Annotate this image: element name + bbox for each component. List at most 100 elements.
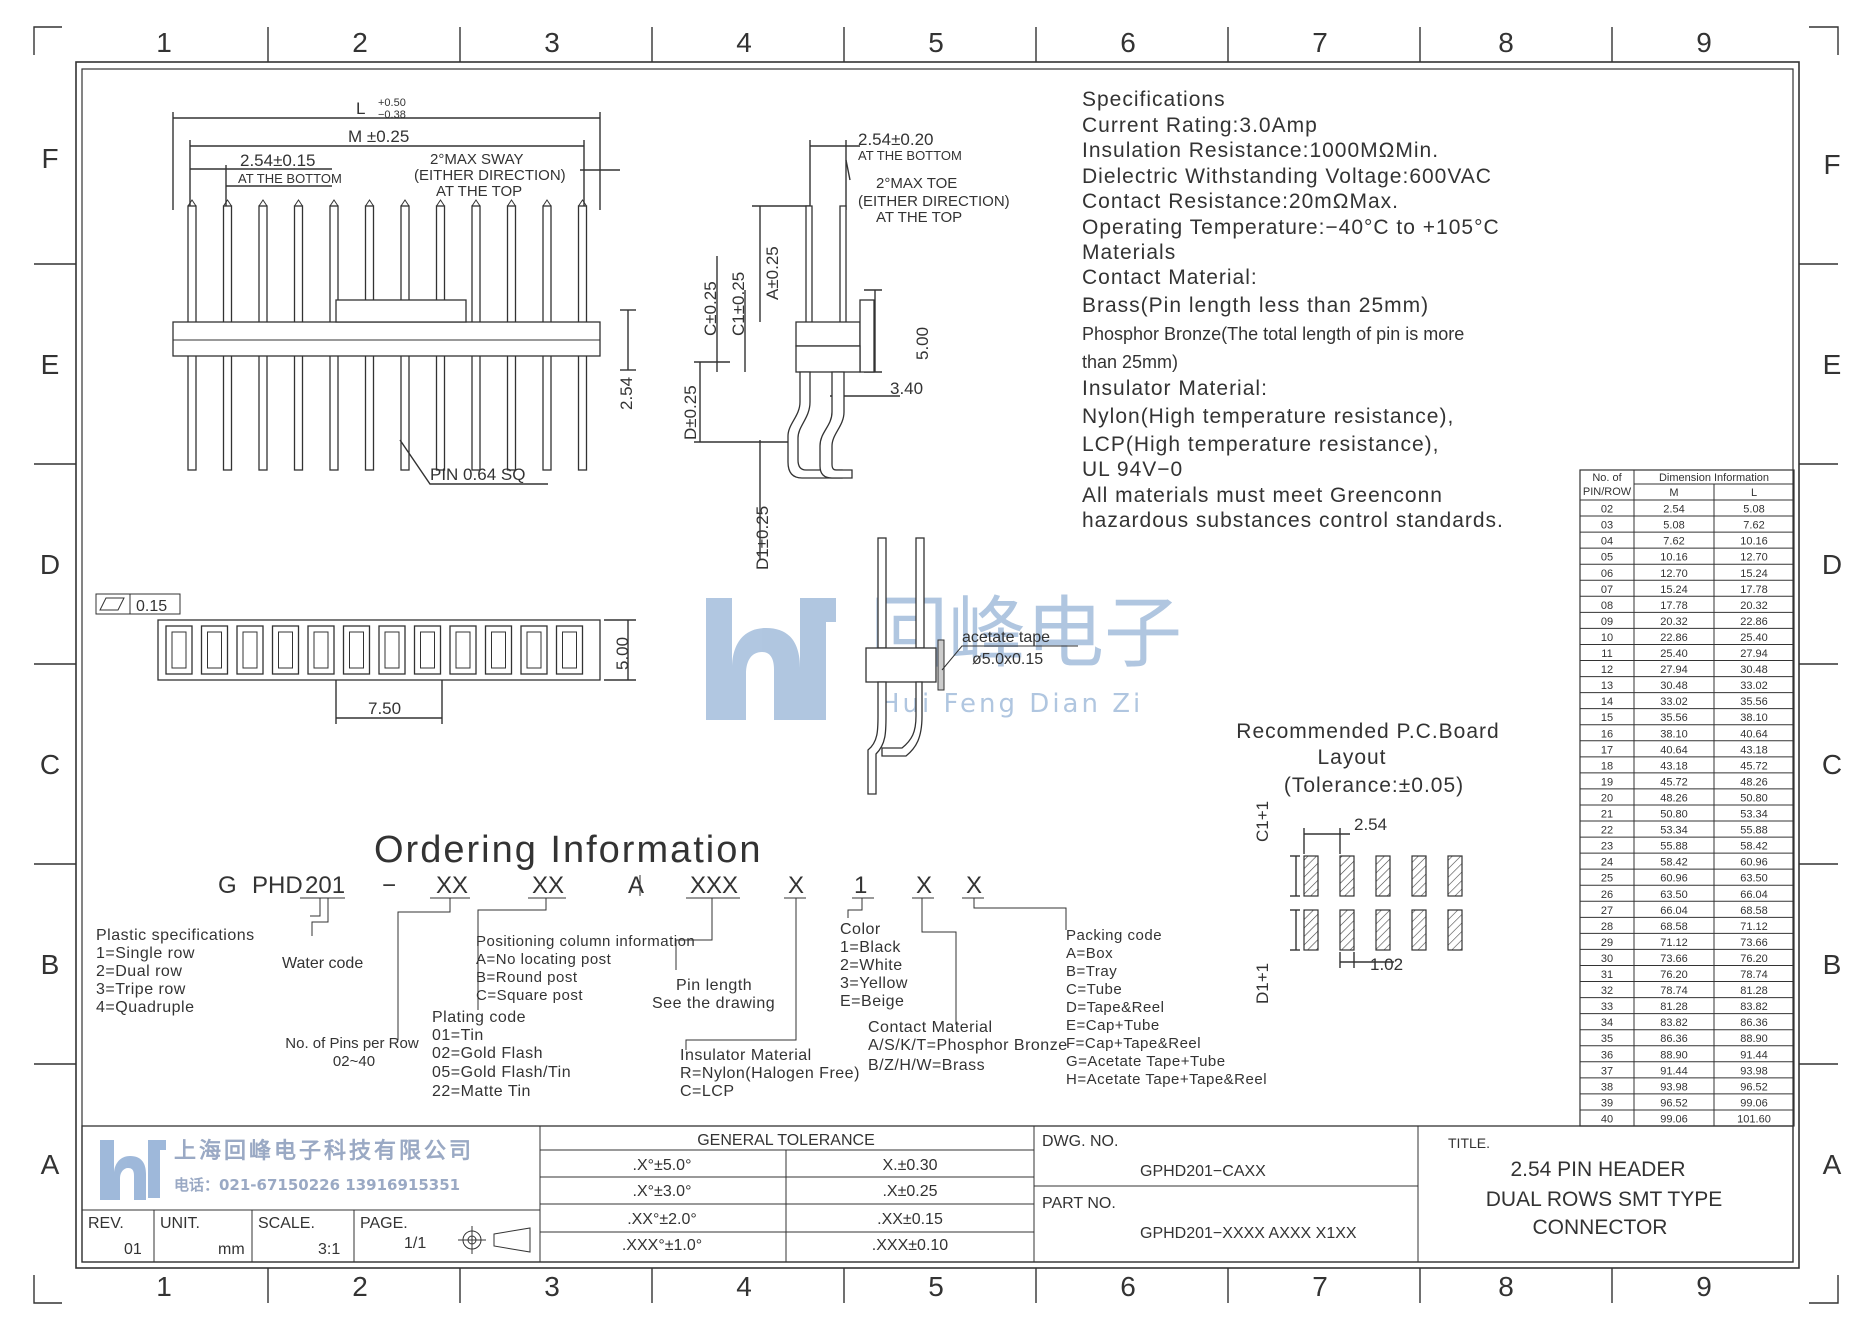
table-cell: 45.72 [1740, 760, 1768, 772]
svg-text:B=Tray: B=Tray [1066, 963, 1117, 980]
svg-text:E: E [41, 349, 60, 380]
svg-text:A/S/K/T=Phosphor Bronze: A/S/K/T=Phosphor Bronze [868, 1037, 1068, 1054]
bottom-slot [449, 625, 477, 675]
table-cell: 58.42 [1660, 857, 1688, 869]
table-cell: 34 [1601, 1017, 1613, 1029]
ordering-code: G PHD 201 − XX XX A XXX X 1 X X [218, 872, 982, 899]
table-cell: 07 [1601, 584, 1613, 596]
table-cell: 91.44 [1660, 1065, 1688, 1077]
table-cell: 17.78 [1660, 600, 1688, 612]
svg-text:02~40: 02~40 [333, 1053, 375, 1070]
pcb-pad [1303, 855, 1319, 897]
table-cell: 40 [1601, 1114, 1613, 1126]
svg-text:Materials: Materials [1082, 241, 1176, 264]
table-cell: 38.10 [1740, 712, 1768, 724]
ordering-water: Water code [282, 955, 363, 972]
svg-text:3: 3 [544, 27, 560, 58]
pcb-pad [1303, 909, 1319, 951]
svg-text:5: 5 [928, 27, 944, 58]
dim-D: D±0.25 [681, 385, 700, 440]
table-cell: 73.66 [1660, 953, 1688, 965]
svg-text:2=White: 2=White [840, 957, 903, 974]
svg-text:F: F [1823, 149, 1840, 180]
table-cell: 5.08 [1743, 504, 1764, 516]
dim-M: M ±0.25 [348, 127, 409, 146]
table-cell: 04 [1601, 536, 1613, 548]
front-view: L +0.50 −0.38 M ±0.25 2.54±0.15 AT THE B… [172, 97, 636, 485]
bottom-slot [413, 625, 442, 675]
table-cell: 33.02 [1740, 680, 1768, 692]
table-cell: 05 [1601, 552, 1613, 564]
svg-text:R=Nylon(Halogen Free): R=Nylon(Halogen Free) [680, 1065, 860, 1082]
bottom-slot-pin [207, 631, 222, 669]
part-label: PART NO. [1042, 1195, 1116, 1212]
svg-text:A=Box: A=Box [1066, 945, 1113, 962]
table-cell: 99.06 [1740, 1097, 1768, 1109]
svg-text:than 25mm): than 25mm) [1082, 352, 1178, 372]
svg-text:Plating code: Plating code [432, 1009, 526, 1026]
front-insulator-body [172, 321, 601, 357]
table-header-pin-row: PIN/ROW [1583, 486, 1632, 498]
svg-text:7: 7 [1312, 1271, 1328, 1302]
svg-text:1=Single row: 1=Single row [96, 945, 195, 962]
ordering-leaders [300, 875, 1067, 1050]
svg-text:.XXX°±1.0°: .XXX°±1.0° [622, 1237, 702, 1254]
svg-text:4: 4 [736, 1271, 752, 1302]
table-cell: 78.74 [1660, 985, 1688, 997]
dim-pitch: 2.54±0.15 [240, 151, 316, 170]
pcb-pad [1339, 855, 1355, 897]
table-cell: 14 [1601, 696, 1613, 708]
svg-text:4: 4 [736, 27, 752, 58]
table-cell: 50.80 [1660, 809, 1688, 821]
dwg-label: DWG. NO. [1042, 1133, 1118, 1150]
table-cell: 12.70 [1740, 552, 1768, 564]
table-cell: 45.72 [1660, 776, 1688, 788]
table-cell: 12 [1601, 664, 1613, 676]
svg-text:Positioning column information: Positioning column information [476, 933, 695, 950]
svg-text:2=Dual row: 2=Dual row [96, 963, 182, 980]
row-labels-right: FE DC BA [1822, 149, 1842, 1180]
page-label: PAGE. [360, 1215, 408, 1232]
table-cell: 12.70 [1660, 568, 1688, 580]
svg-text:D: D [40, 549, 60, 580]
table-cell: 08 [1601, 600, 1613, 612]
svg-text:C=LCP: C=LCP [680, 1083, 735, 1100]
scale-label: SCALE. [258, 1215, 315, 1232]
bottom-slot [484, 625, 513, 675]
svg-text:A: A [628, 872, 644, 899]
table-cell: 27.94 [1740, 648, 1768, 660]
pcb-pad [1339, 909, 1355, 951]
table-cell: 25.40 [1660, 648, 1688, 660]
table-cell: 40.64 [1660, 744, 1688, 756]
svg-text:B/Z/H/W=Brass: B/Z/H/W=Brass [868, 1057, 985, 1074]
svg-text:3=Tripe row: 3=Tripe row [96, 981, 186, 998]
svg-text:7: 7 [1312, 27, 1328, 58]
flatness-icon [99, 597, 125, 611]
svg-text:D: D [1822, 549, 1842, 580]
title-line-3: CONNECTOR [1533, 1216, 1668, 1239]
svg-text:E: E [1823, 349, 1842, 380]
svg-text:01=Tin: 01=Tin [432, 1027, 484, 1044]
svg-text:See the drawing: See the drawing [652, 995, 775, 1012]
scale-value: 3:1 [318, 1241, 340, 1258]
table-header-M: M [1669, 487, 1678, 499]
bottom-slot-pin [242, 631, 258, 669]
toe-note-3: AT THE TOP [876, 209, 962, 226]
svg-text:.X°±5.0°: .X°±5.0° [633, 1157, 692, 1174]
svg-text:1: 1 [156, 1271, 172, 1302]
svg-text:X: X [916, 872, 932, 899]
svg-text:X: X [788, 872, 804, 899]
table-cell: 43.18 [1740, 744, 1768, 756]
svg-text:3=Yellow: 3=Yellow [840, 975, 908, 992]
table-cell: 55.88 [1660, 841, 1688, 853]
svg-text:X.±0.30: X.±0.30 [882, 1157, 937, 1174]
projection-icon [458, 1226, 531, 1254]
bottom-slot-pin [313, 631, 329, 669]
svg-text:02=Gold Flash: 02=Gold Flash [432, 1045, 543, 1062]
flatness-value: 0.15 [136, 598, 167, 615]
sway-note-3: AT THE TOP [436, 183, 522, 200]
svg-text:Insulator Material:: Insulator Material: [1082, 377, 1268, 400]
table-cell: 15 [1601, 712, 1613, 724]
svg-text:Nylon(High temperature resista: Nylon(High temperature resistance), [1082, 405, 1454, 428]
